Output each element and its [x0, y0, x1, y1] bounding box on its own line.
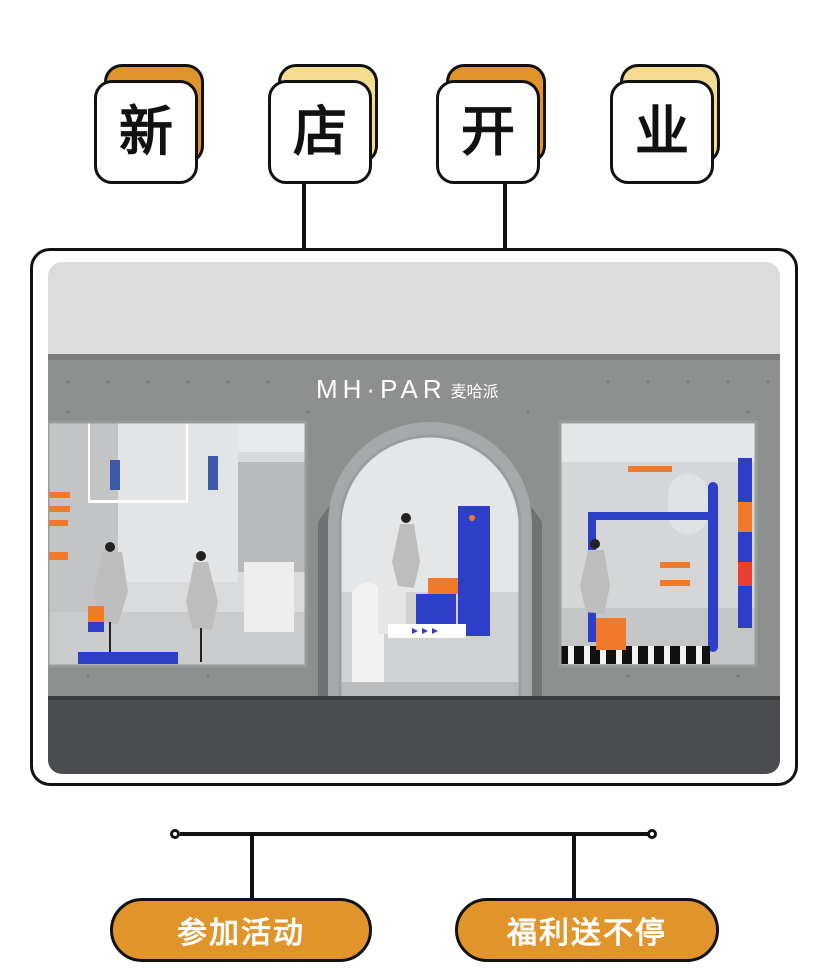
- connector-stem: [503, 184, 507, 248]
- join-event-button[interactable]: 参加活动: [110, 898, 372, 962]
- title-tile-1: 新: [94, 64, 212, 184]
- storefront-image: MH·PAR 麦哈派: [48, 262, 780, 774]
- storefront-illustration: [48, 262, 780, 774]
- title-char-1: 新: [94, 80, 198, 184]
- title-tile-3: 开: [436, 64, 554, 184]
- benefits-button[interactable]: 福利送不停: [455, 898, 719, 962]
- bottom-connector-line: [180, 832, 650, 836]
- title-char-4: 业: [610, 80, 714, 184]
- connector-end-right: [647, 829, 657, 839]
- brand-cn: 麦哈派: [450, 382, 499, 401]
- title-char-2: 店: [268, 80, 372, 184]
- brand-latin: MH·PAR: [316, 374, 447, 404]
- title-tile-2: 店: [268, 64, 386, 184]
- connector-end-left: [170, 829, 180, 839]
- connector-stem: [302, 184, 306, 248]
- title-tile-4: 业: [610, 64, 728, 184]
- button-stem: [572, 836, 576, 900]
- title-char-3: 开: [436, 80, 540, 184]
- button-stem: [250, 836, 254, 900]
- store-sign: MH·PAR 麦哈派: [316, 368, 566, 402]
